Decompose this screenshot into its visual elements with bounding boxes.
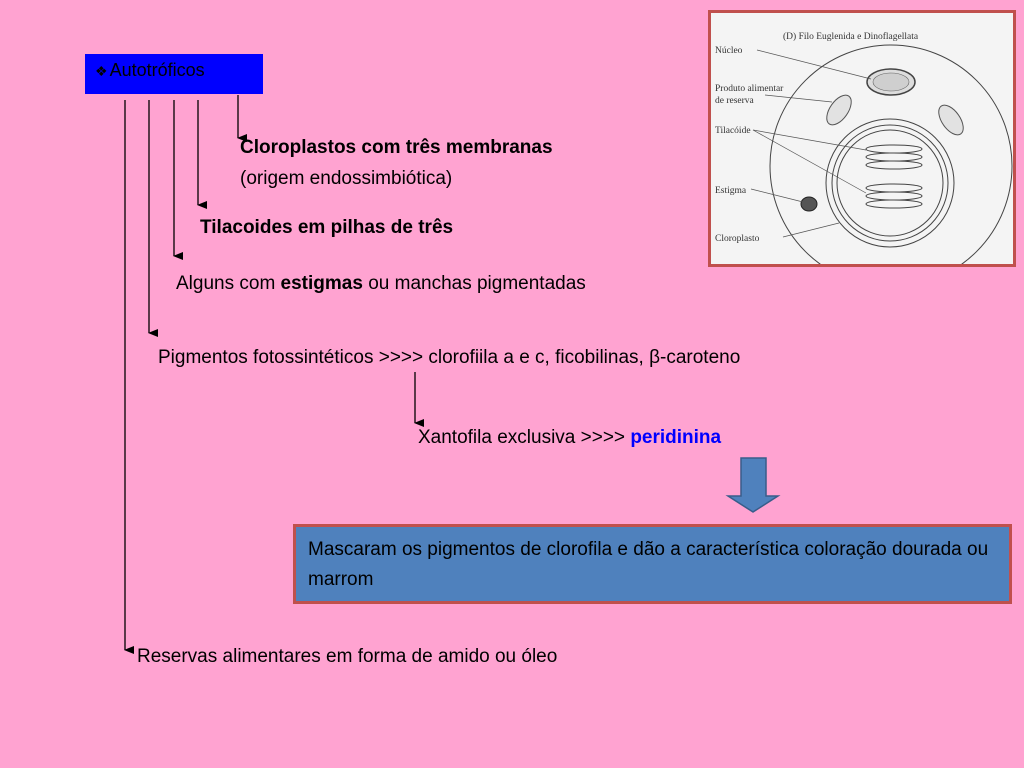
title-box: ❖Autotróficos xyxy=(85,54,263,94)
label-stigma: Estigma xyxy=(715,186,747,196)
label-reserve-line1: Produto alimentar xyxy=(715,84,784,94)
item-stigma-before: Alguns com xyxy=(176,273,281,294)
item-chloroplasts-title: Cloroplastos com três membranas xyxy=(240,137,553,158)
label-reserve-line2: de reserva xyxy=(715,96,755,106)
reserve-body-right xyxy=(938,104,964,136)
bullet-icon: ❖ xyxy=(95,63,108,79)
item-reserves: Reservas alimentares em forma de amido o… xyxy=(137,646,558,667)
label-chloroplast: Cloroplasto xyxy=(715,234,760,244)
item-chloroplasts-subtitle: (origem endossimbiótica) xyxy=(240,168,453,189)
thylakoid-stack-top xyxy=(865,144,923,170)
item-xanthophyll: Xantofila exclusiva >>>> peridinina xyxy=(418,426,721,450)
chloroplast-inner xyxy=(836,129,944,237)
item-stigma-after: ou manchas pigmentadas xyxy=(362,273,586,294)
item-stigma: Alguns com estigmas ou manchas pigmentad… xyxy=(176,272,586,296)
cell-figure: (D) Filo Euglenida e Dinoflagellata xyxy=(708,10,1016,267)
item-xanthophyll-highlight: peridinina xyxy=(630,427,722,448)
stigma-spot xyxy=(800,196,818,212)
chloroplast-middle xyxy=(831,124,949,242)
label-nucleus: Núcleo xyxy=(715,46,743,56)
item-xanthophyll-before: Xantofila exclusiva >>>> xyxy=(418,427,631,448)
cell-diagram: (D) Filo Euglenida e Dinoflagellata xyxy=(715,31,1013,264)
title-text: Autotróficos xyxy=(109,60,205,80)
figure-title: (D) Filo Euglenida e Dinoflagellata xyxy=(783,31,919,42)
thylakoid-stack-bottom xyxy=(865,183,923,209)
cell-outline xyxy=(769,44,1013,264)
result-box: Mascaram os pigmentos de clorofila e dão… xyxy=(293,524,1012,604)
label-thylakoid: Tilacóide xyxy=(715,126,751,136)
block-down-arrow xyxy=(725,457,781,513)
item-pigments: Pigmentos fotossintéticos >>>> clorofiil… xyxy=(158,347,741,368)
item-thylakoids: Tilacoides em pilhas de três xyxy=(200,217,454,238)
reserve-body-left xyxy=(826,94,852,126)
chloroplast-outer xyxy=(825,118,955,248)
item-stigma-bold: estigmas xyxy=(280,273,363,294)
